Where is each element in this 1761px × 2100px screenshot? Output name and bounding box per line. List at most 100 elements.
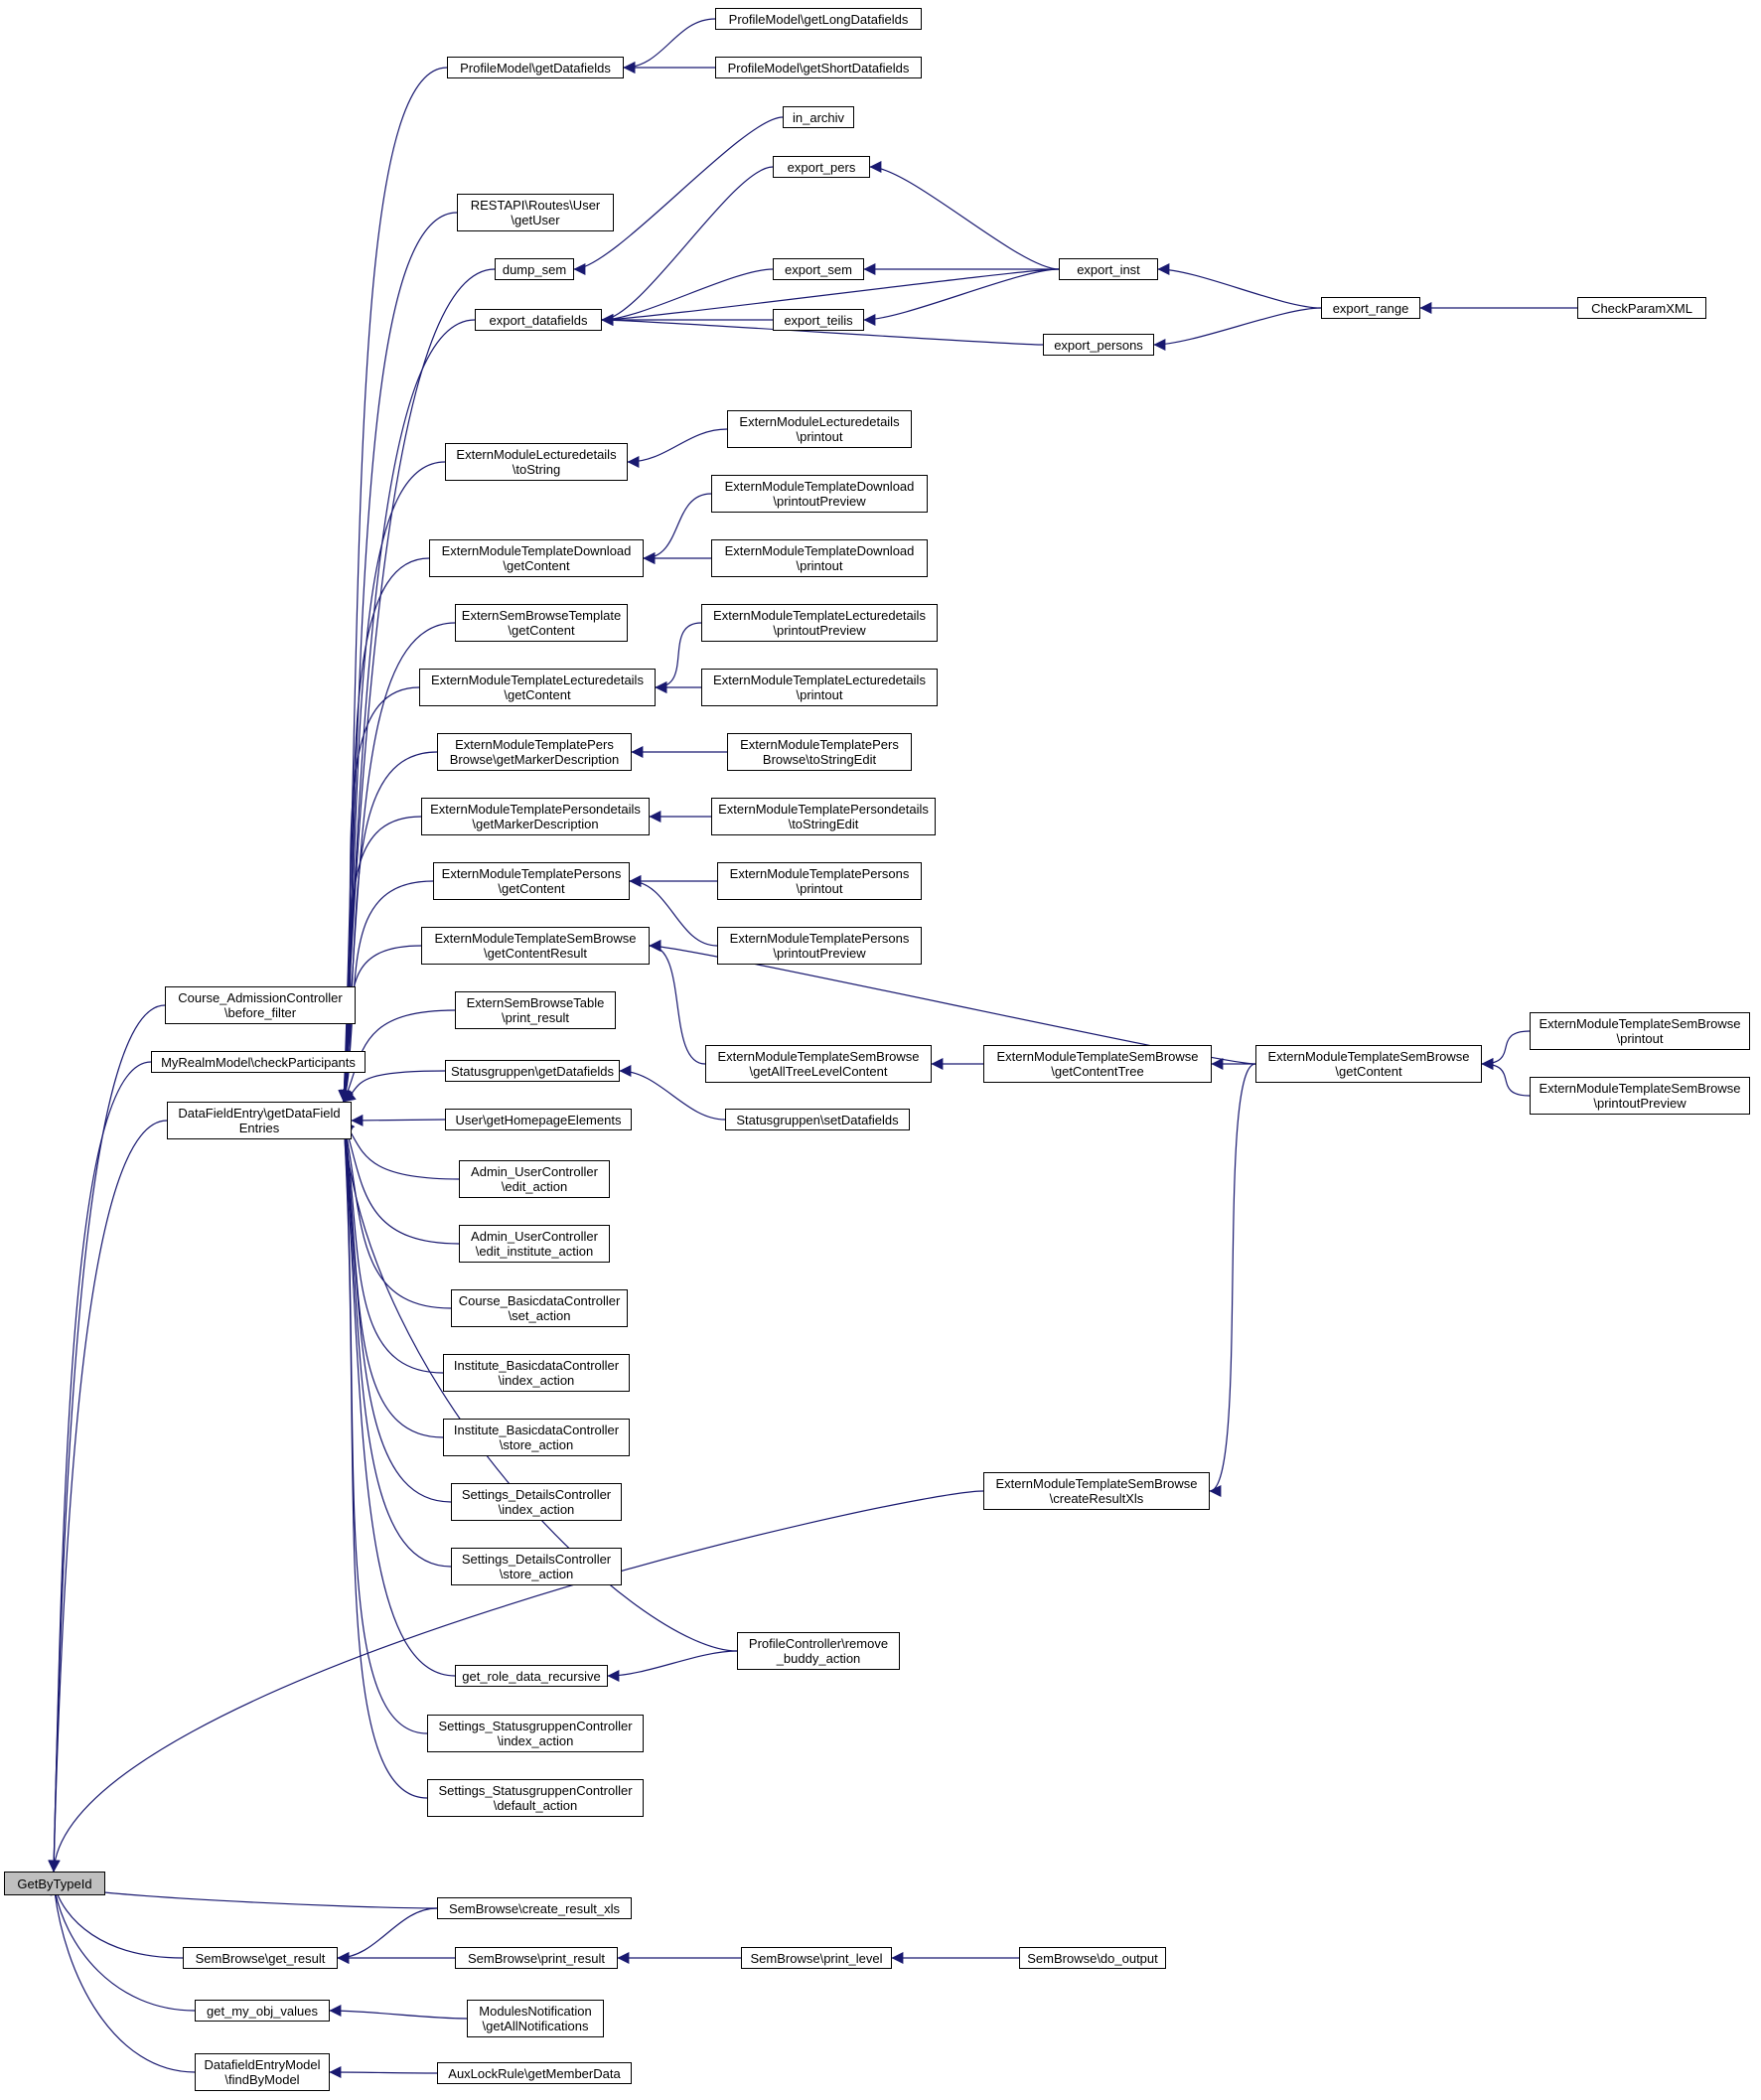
edge-dfe-getDatafieldEntries-to-settings-details-index: [339, 1120, 452, 1503]
node-emtl-getContent[interactable]: ExternModuleTemplateLecturedetails \getC…: [419, 669, 656, 706]
node-emtpd-toStringEdit[interactable]: ExternModuleTemplatePersondetails \toStr…: [711, 798, 936, 835]
node-sembrowse-create-xls[interactable]: SemBrowse\create_result_xls: [437, 1897, 632, 1919]
node-export-teilis[interactable]: export_teilis: [773, 309, 864, 331]
edge-emtp-getContent-to-emtp-printoutPreview: [629, 875, 718, 947]
node-in-archiv[interactable]: in_archiv: [783, 106, 854, 128]
node-admin-edit[interactable]: Admin_UserController \edit_action: [459, 1160, 610, 1198]
node-dfe-getDatafieldEntries[interactable]: DataFieldEntry\getDataField Entries: [167, 1102, 352, 1139]
node-course-basic-set[interactable]: Course_BasicdataController \set_action: [451, 1289, 628, 1327]
node-emtsb-getAllTree[interactable]: ExternModuleTemplateSemBrowse \getAllTre…: [705, 1045, 932, 1083]
node-emtd-getContent[interactable]: ExternModuleTemplateDownload \getContent: [429, 539, 644, 577]
node-label: ExternModuleTemplatePersondetails \toStr…: [718, 802, 929, 831]
node-export-sem[interactable]: export_sem: [773, 258, 864, 280]
node-get-role-data[interactable]: get_role_data_recursive: [455, 1665, 608, 1687]
node-user-homepage[interactable]: User\getHomepageElements: [445, 1109, 632, 1130]
node-label: SemBrowse\create_result_xls: [449, 1900, 620, 1916]
node-dfem-findByModel[interactable]: DatafieldEntryModel \findByModel: [195, 2053, 330, 2091]
node-emtp-printout[interactable]: ExternModuleTemplatePersons \printout: [717, 862, 922, 900]
node-profile-remove-buddy[interactable]: ProfileController\remove _buddy_action: [737, 1632, 900, 1670]
edge-emtsb-createResultXls-to-emtsb-getContent: [1209, 1063, 1256, 1497]
edge-get-role-data-to-profile-remove-buddy: [607, 1650, 738, 1682]
node-eml-printout[interactable]: ExternModuleLecturedetails \printout: [727, 410, 912, 448]
edge-export-persons-to-export-range: [1153, 307, 1322, 351]
node-label: ExternModuleTemplateLecturedetails \prin…: [713, 608, 926, 638]
node-emtp-printoutPreview[interactable]: ExternModuleTemplatePersons \printoutPre…: [717, 927, 922, 965]
node-label: Statusgruppen\setDatafields: [736, 1112, 899, 1127]
node-export-datafields[interactable]: export_datafields: [475, 309, 602, 331]
node-emtl-printout[interactable]: ExternModuleTemplateLecturedetails \prin…: [701, 669, 938, 706]
node-emtpb-getMarker[interactable]: ExternModuleTemplatePers Browse\getMarke…: [437, 733, 632, 771]
node-modules-notification[interactable]: ModulesNotification \getAllNotifications: [467, 2000, 604, 2037]
node-emtl-printoutPreview[interactable]: ExternModuleTemplateLecturedetails \prin…: [701, 604, 938, 642]
node-GetByTypeId[interactable]: GetByTypeId: [4, 1872, 105, 1895]
node-settings-sg-default[interactable]: Settings_StatusgruppenController \defaul…: [427, 1779, 644, 1817]
node-emtp-getContent[interactable]: ExternModuleTemplatePersons \getContent: [433, 862, 630, 900]
edge-emtsb-getContentResult-to-emtsb-getAllTree: [649, 940, 706, 1065]
node-get-my-obj-values[interactable]: get_my_obj_values: [195, 2000, 330, 2022]
node-export-persons[interactable]: export_persons: [1043, 334, 1154, 356]
edge-export-pers-to-export-inst: [869, 161, 1060, 270]
node-emtd-printoutPreview[interactable]: ExternModuleTemplateDownload \printoutPr…: [711, 475, 928, 513]
node-emtsb-printoutPreview[interactable]: ExternModuleTemplateSemBrowse \printoutP…: [1530, 1077, 1750, 1115]
node-emtsb-createResultXls[interactable]: ExternModuleTemplateSemBrowse \createRes…: [983, 1472, 1210, 1510]
edge-emtd-getContent-to-emtd-printoutPreview: [643, 493, 712, 564]
node-dump-sem[interactable]: dump_sem: [495, 258, 574, 280]
node-admin-edit-inst[interactable]: Admin_UserController \edit_institute_act…: [459, 1225, 610, 1263]
node-emtsb-printout[interactable]: ExternModuleTemplateSemBrowse \printout: [1530, 1012, 1750, 1050]
node-sembrowse-print-result[interactable]: SemBrowse\print_result: [455, 1947, 618, 1969]
node-emtpd-getMarker[interactable]: ExternModuleTemplatePersondetails \getMa…: [421, 798, 650, 835]
node-label: GetByTypeId: [17, 1875, 92, 1891]
node-CheckParamXML[interactable]: CheckParamXML: [1577, 297, 1706, 319]
node-emtsb-getContentResult[interactable]: ExternModuleTemplateSemBrowse \getConten…: [421, 927, 650, 965]
edge-dfe-getDatafieldEntries-to-emtpd-getMarker: [339, 816, 422, 1103]
node-label: SemBrowse\print_level: [750, 1950, 883, 1966]
node-settings-details-store[interactable]: Settings_DetailsController \store_action: [451, 1548, 622, 1585]
edge-dfe-getDatafieldEntries-to-course-basic-set: [340, 1120, 452, 1309]
edge-dfem-findByModel-to-auxlock: [329, 2066, 438, 2079]
node-restapi-getUser[interactable]: RESTAPI\Routes\User \getUser: [457, 194, 614, 231]
node-label: AuxLockRule\getMemberData: [448, 2065, 621, 2081]
node-label: export_inst: [1077, 261, 1140, 277]
node-label: ExternModuleTemplateSemBrowse \getAllTre…: [717, 1049, 920, 1079]
node-myrealm[interactable]: MyRealmModel\checkParticipants: [151, 1051, 366, 1073]
node-sembrowse-get-result[interactable]: SemBrowse\get_result: [183, 1947, 338, 1969]
node-export-inst[interactable]: export_inst: [1059, 258, 1158, 280]
node-inst-basic-index[interactable]: Institute_BasicdataController \index_act…: [443, 1354, 630, 1392]
node-label: get_my_obj_values: [206, 2003, 319, 2019]
node-statusgruppen-set[interactable]: Statusgruppen\setDatafields: [725, 1109, 910, 1130]
node-esbtable-print[interactable]: ExternSemBrowseTable \print_result: [455, 991, 616, 1029]
node-export-pers[interactable]: export_pers: [773, 156, 870, 178]
node-inst-basic-store[interactable]: Institute_BasicdataController \store_act…: [443, 1419, 630, 1456]
node-sembrowse-print-level[interactable]: SemBrowse\print_level: [741, 1947, 892, 1969]
node-settings-sg-index[interactable]: Settings_StatusgruppenController \index_…: [427, 1715, 644, 1752]
edge-GetByTypeId-to-get-my-obj-values: [49, 1882, 196, 2012]
node-label: ExternModuleTemplateSemBrowse \printout: [1539, 1016, 1741, 1046]
node-pm-getShort[interactable]: ProfileModel\getShortDatafields: [715, 57, 922, 78]
node-auxlock[interactable]: AuxLockRule\getMemberData: [437, 2062, 632, 2084]
node-course-admission[interactable]: Course_AdmissionController \before_filte…: [165, 986, 356, 1024]
edge-dump-sem-to-in-archiv: [573, 116, 784, 275]
edge-dfe-getDatafieldEntries-to-get-role-data: [338, 1120, 456, 1677]
node-label: Institute_BasicdataController \index_act…: [453, 1358, 620, 1388]
node-label: ProfileController\remove _buddy_action: [748, 1636, 889, 1666]
node-emtsb-getContentTree[interactable]: ExternModuleTemplateSemBrowse \getConten…: [983, 1045, 1212, 1083]
edge-dfe-getDatafieldEntries-to-esbtable-print: [343, 1009, 456, 1103]
node-label: ExternModuleTemplateSemBrowse \getConten…: [434, 931, 637, 961]
node-pm-getDatafields[interactable]: ProfileModel\getDatafields: [447, 57, 624, 78]
node-settings-details-index[interactable]: Settings_DetailsController \index_action: [451, 1483, 622, 1521]
node-label: Settings_DetailsController \store_action: [461, 1552, 612, 1581]
node-esbt-getContent[interactable]: ExternSemBrowseTemplate \getContent: [455, 604, 628, 642]
node-pm-getLong[interactable]: ProfileModel\getLongDatafields: [715, 8, 922, 30]
node-emtd-printout[interactable]: ExternModuleTemplateDownload \printout: [711, 539, 928, 577]
node-statusgruppen-get[interactable]: Statusgruppen\getDatafields: [445, 1060, 620, 1082]
node-sembrowse-do-output[interactable]: SemBrowse\do_output: [1019, 1947, 1166, 1969]
node-export-range[interactable]: export_range: [1321, 297, 1420, 319]
node-emtpb-toStringEdit[interactable]: ExternModuleTemplatePers Browse\toString…: [727, 733, 912, 771]
node-emtsb-getContent[interactable]: ExternModuleTemplateSemBrowse \getConten…: [1255, 1045, 1482, 1083]
node-eml-toString[interactable]: ExternModuleLecturedetails \toString: [445, 443, 628, 481]
node-label: ExternModuleTemplateSemBrowse \createRes…: [995, 1476, 1198, 1506]
edge-GetByTypeId-to-emtsb-createResultXls: [48, 1490, 984, 1873]
edge-eml-toString-to-eml-printout: [627, 428, 728, 468]
node-label: Admin_UserController \edit_institute_act…: [471, 1229, 598, 1259]
node-label: export_sem: [785, 261, 852, 277]
